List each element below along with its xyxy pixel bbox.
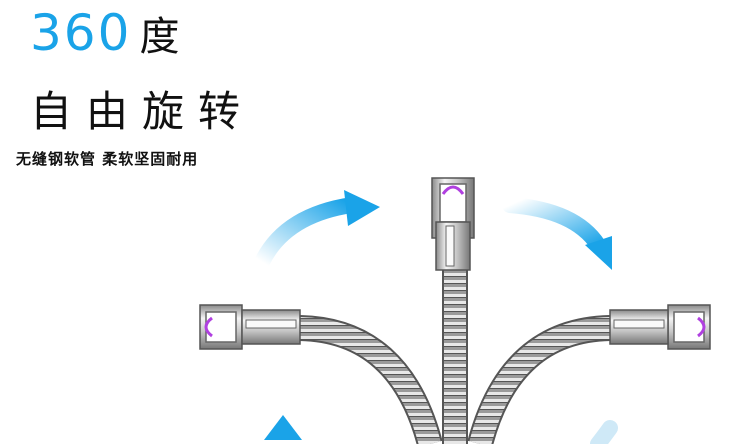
tagline: 无缝钢软管 柔软坚固耐用 [16,150,199,168]
rotate-arrow-icon [264,415,302,444]
lighter-head-icon [199,304,301,350]
rotation-degree-unit: 度 [139,14,180,60]
rotate-arrow-icon [502,197,612,270]
lighter-head-icon [609,304,711,350]
gooseneck-hose-icon [299,315,443,444]
rotation-degree-number: 360 [30,4,132,62]
lighter-head-icon [431,177,475,271]
headline: 360 度 [30,4,179,62]
subtitle: 自由旋转 [30,87,255,136]
gooseneck-hose-icon [467,315,611,444]
rotate-arrow-icon [254,190,380,270]
rotate-arrow-icon [590,420,618,444]
